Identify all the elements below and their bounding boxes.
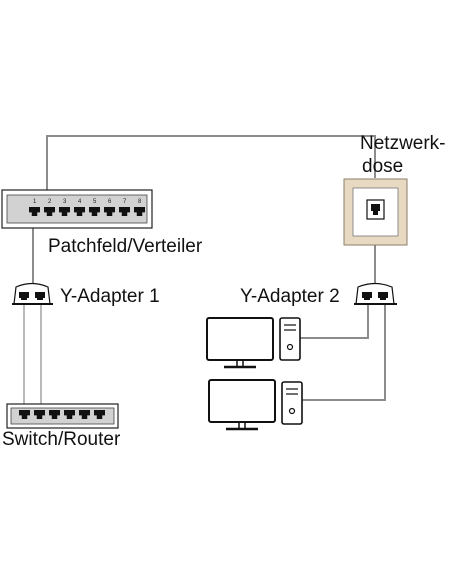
- tower-1: [279, 317, 301, 361]
- tower-2: [281, 381, 303, 425]
- cable-y-adapter-2-to-pc-2: [302, 305, 386, 401]
- computer-1: [206, 317, 301, 369]
- patch-panel-port-number: 1: [33, 199, 37, 205]
- switch-port: [49, 410, 60, 419]
- y-adapter-2-body: [355, 282, 395, 305]
- y-adapter-1: [12, 282, 53, 305]
- patch-panel-port-number: 7: [123, 199, 127, 205]
- patch-panel: 1 2 3 4 5 6 7 8: [1, 189, 153, 229]
- switch-port: [34, 410, 45, 419]
- patch-panel-port-number: 5: [93, 199, 97, 205]
- label-patchfeld: Patchfeld/Verteiler: [48, 236, 203, 257]
- label-y-adapter-2: Y-Adapter 2: [240, 286, 340, 307]
- label-switch-router: Switch/Router: [2, 429, 121, 450]
- monitor-2: [208, 379, 276, 423]
- y-adapter-1-port-a: [19, 292, 29, 300]
- y-adapter-2: [354, 282, 397, 305]
- patch-panel-port: [29, 207, 40, 216]
- tower-1-power-button: [286, 343, 294, 351]
- cables: [23, 135, 386, 412]
- cable-y-adapter-2-to-pc-1: [300, 305, 369, 339]
- patch-panel-port: [119, 207, 130, 216]
- switch-port: [19, 410, 30, 419]
- patch-panel-port-number: 2: [48, 199, 52, 205]
- wall-socket: [343, 178, 408, 246]
- patch-panel-port: [44, 207, 55, 216]
- cable-patchpanel-to-wallsocket: [46, 135, 376, 202]
- patch-panel-port: [89, 207, 100, 216]
- y-adapter-1-port-b: [35, 292, 45, 300]
- monitor-1: [206, 317, 274, 361]
- patch-panel-port: [134, 207, 145, 216]
- switch-router: [6, 403, 119, 429]
- patch-panel-port-number: 4: [78, 199, 82, 205]
- wall-socket-jack-slot: [371, 204, 380, 211]
- computer-2: [208, 379, 303, 431]
- patch-panel-port-number: 3: [63, 199, 67, 205]
- patch-panel-port-number: 8: [138, 199, 142, 205]
- label-netzwerkdose-line1: Netzwerk-: [360, 133, 446, 154]
- y-adapter-2-port-a: [362, 292, 372, 300]
- label-netzwerkdose-line2: dose: [362, 156, 403, 177]
- wall-socket-jack-tab: [373, 211, 378, 215]
- monitor-2-stand: [238, 422, 246, 428]
- y-adapter-2-port-b: [378, 292, 388, 300]
- switch-ports: [19, 410, 105, 419]
- patch-panel-port: [59, 207, 70, 216]
- patch-panel-port: [104, 207, 115, 216]
- patch-panel-port: [74, 207, 85, 216]
- monitor-1-stand: [236, 360, 244, 366]
- switch-port: [64, 410, 75, 419]
- switch-port: [94, 410, 105, 419]
- patch-panel-ports: 1 2 3 4 5 6 7 8: [29, 199, 145, 216]
- switch-port: [79, 410, 90, 419]
- label-y-adapter-1: Y-Adapter 1: [60, 286, 160, 307]
- tower-2-power-button: [288, 407, 296, 415]
- patch-panel-port-number: 6: [108, 199, 112, 205]
